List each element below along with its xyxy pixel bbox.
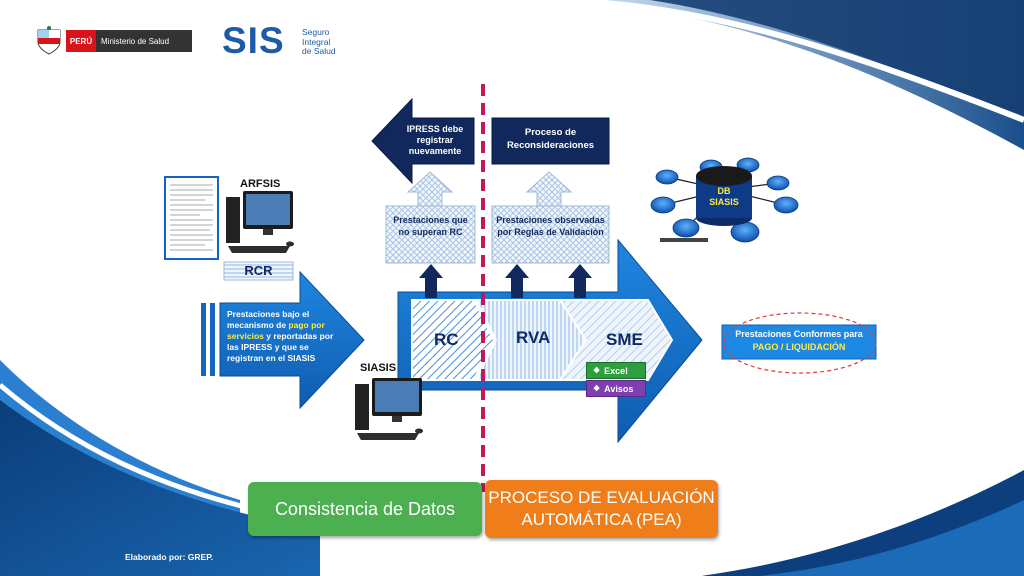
input-arrow [219, 270, 365, 410]
computer-icon [355, 378, 423, 440]
avisos-label: Avisos [604, 383, 634, 394]
sis-subtitle-line2: Integral [302, 36, 331, 47]
sis-logo: SIS Seguro Integral de Salud [222, 22, 342, 62]
input-text-highlight: pago por servicios [227, 320, 325, 341]
peru-shield-icon [37, 26, 61, 55]
observadas-box-bg [491, 205, 610, 264]
reconsid-box-bg [491, 117, 610, 165]
sis-subtitle: Seguro Integral de Salud [302, 27, 336, 57]
no-superan-box-bg [385, 205, 476, 264]
rcr-bar [223, 261, 294, 281]
up-arrow-icon [419, 264, 443, 298]
diamond-bullet-icon: ❖ [593, 366, 601, 375]
pea-box: PROCESO DE EVALUACIÓN AUTOMÁTICA (PEA) [485, 480, 718, 538]
output-box-bg [721, 324, 877, 360]
database-network-icon [650, 157, 799, 243]
input-bar-2 [210, 303, 215, 376]
input-bar-1 [201, 303, 206, 376]
pea-line2: AUTOMÁTICA (PEA) [521, 510, 682, 529]
pea-line1: PROCESO DE EVALUACIÓN [488, 488, 715, 507]
ipress-box-text: IPRESS debe registrar nuevamente [406, 124, 464, 156]
siasis-label: SIASIS [360, 362, 397, 374]
stage-sme-chevron [558, 299, 674, 381]
output-line1: Prestaciones Conformes para [735, 329, 863, 339]
up-arrow-icon [568, 264, 592, 298]
stage-sme-label: SME [606, 330, 643, 349]
up-arrow-icon [525, 171, 573, 207]
left-arrow-icon [371, 97, 475, 185]
excel-label: Excel [604, 365, 628, 376]
excel-chip[interactable]: ❖ Excel [586, 362, 646, 379]
ministry-logo: PERÚ Ministerio de Salud [34, 26, 194, 56]
arfsis-label: ARFSIS [240, 178, 281, 190]
no-superan-box-text: Prestaciones que no superan RC [393, 215, 468, 237]
ministry-label: Ministerio de Salud [96, 30, 192, 52]
diamond-bullet-icon: ❖ [593, 384, 601, 393]
sis-logo-text: SIS [222, 20, 285, 61]
peru-label: PERÚ [66, 30, 96, 52]
consistencia-box: Consistencia de Datos [248, 482, 482, 536]
rcr-label: RCR [244, 263, 273, 278]
input-text-part-2: y reportadas por las IPRESS y que se reg… [227, 331, 334, 363]
computer-icon [226, 191, 294, 253]
stage-rva-label: RVA [516, 328, 551, 347]
input-description: Prestaciones bajo el mecanismo de pago p… [227, 309, 337, 364]
sis-subtitle-line1: Seguro [302, 27, 330, 37]
input-text-part-1: Prestaciones bajo el mecanismo de [227, 309, 310, 330]
document-form-icon [164, 176, 219, 260]
output-highlight-ellipse [723, 312, 877, 374]
db-label: DB SIASIS [698, 186, 750, 208]
stage-rc-label: RC [434, 330, 459, 349]
db-label-line1: DB [717, 186, 731, 196]
footer-credit: Elaborado por: GREP. [125, 552, 214, 562]
observadas-box-text: Prestaciones observadas por Reglas de Va… [496, 215, 605, 237]
avisos-chip[interactable]: ❖ Avisos [586, 380, 646, 397]
db-label-line2: SIASIS [709, 197, 739, 207]
up-arrow-icon [406, 171, 454, 207]
output-box-text: Prestaciones Conformes para PAGO / LIQUI… [722, 328, 876, 354]
reconsid-box-text: Proceso de Reconsideraciones [506, 127, 595, 151]
sis-subtitle-line3: de Salud [302, 46, 336, 56]
up-arrow-icon [505, 264, 529, 298]
output-line2: PAGO / LIQUIDACIÓN [752, 342, 846, 352]
